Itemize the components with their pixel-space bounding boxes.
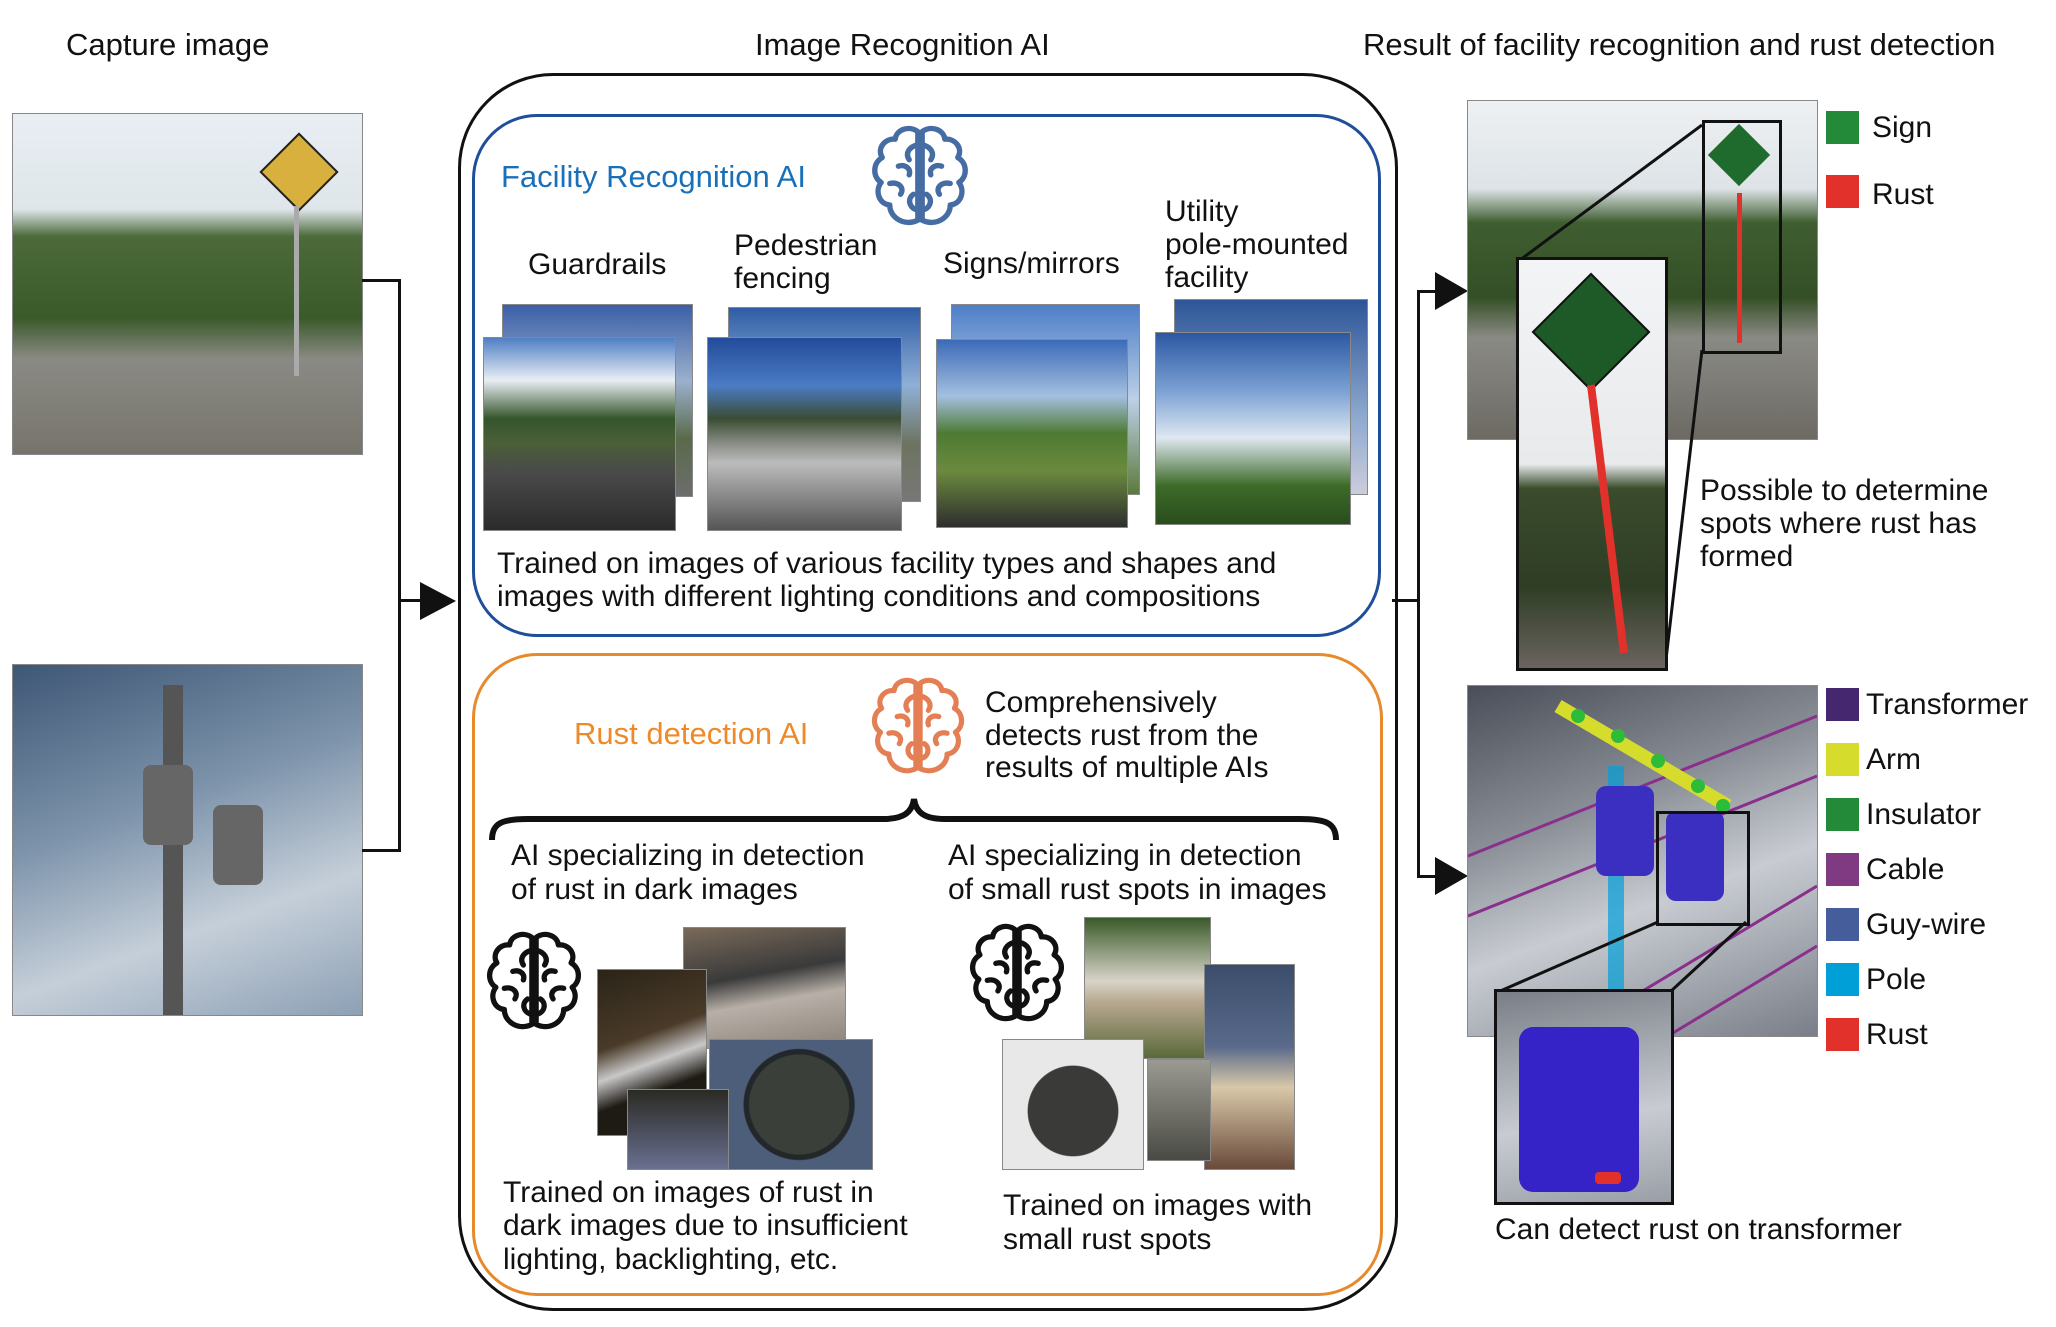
brain-icon bbox=[866, 672, 970, 782]
legend-label-guy-wire: Guy-wire bbox=[1866, 908, 1987, 941]
legend-label-rust: Rust bbox=[1866, 1018, 1928, 1051]
facility-ai-title: Facility Recognition AI bbox=[501, 159, 806, 194]
capture-image-heading: Capture image bbox=[66, 27, 270, 62]
small-caption-line-1: Trained on images with bbox=[1003, 1189, 1313, 1222]
sign-note-line-2: spots where rust has bbox=[1700, 507, 1977, 540]
legend-swatch-pole bbox=[1826, 963, 1859, 996]
legend-swatch-rust bbox=[1826, 1018, 1859, 1051]
connector-line bbox=[1392, 599, 1420, 602]
dark-caption-line-1: Trained on images of rust in bbox=[503, 1176, 874, 1209]
small-rust-training-photo bbox=[1085, 918, 1210, 1058]
arrow-right-icon bbox=[1435, 857, 1468, 895]
road-sign-shape bbox=[259, 132, 339, 212]
legend-label-pole: Pole bbox=[1866, 963, 1927, 996]
small-ai-label-line-1: AI specializing in detection bbox=[948, 839, 1302, 872]
rust-ai-description-line-1: Comprehensively bbox=[985, 686, 1217, 719]
result-photo-pole bbox=[1468, 686, 1817, 1036]
rust-ai-description-line-3: results of multiple AIs bbox=[985, 751, 1269, 784]
pole-shape bbox=[163, 685, 183, 1015]
rust-ai-description-line-2: detects rust from the bbox=[985, 719, 1259, 752]
brain-icon bbox=[481, 926, 587, 1038]
category-signs-mirrors: Signs/mirrors bbox=[943, 247, 1120, 280]
legend-label-rust: Rust bbox=[1872, 178, 1934, 211]
facility-recognition-box bbox=[472, 114, 1381, 637]
rust-detection-mask bbox=[1737, 193, 1742, 343]
zoom-region-box bbox=[1656, 811, 1750, 926]
legend-label-cable: Cable bbox=[1866, 853, 1945, 886]
legend-swatch-transformer bbox=[1826, 688, 1859, 721]
legend-swatch-sign bbox=[1826, 111, 1859, 144]
dark-training-photo bbox=[710, 1040, 872, 1169]
arrow-right-icon bbox=[1435, 272, 1468, 310]
legend-label-insulator: Insulator bbox=[1866, 798, 1982, 831]
transformer-note: Can detect rust on transformer bbox=[1495, 1213, 1902, 1246]
legend-label-transformer: Transformer bbox=[1866, 688, 2029, 721]
rust-detection-mask bbox=[1595, 1172, 1621, 1184]
capture-photo-road-sign bbox=[13, 114, 362, 454]
training-photo-mirror bbox=[937, 340, 1127, 527]
image-recognition-heading: Image Recognition AI bbox=[755, 27, 1050, 62]
legend-swatch-rust bbox=[1826, 175, 1859, 208]
small-rust-training-photo bbox=[1205, 965, 1294, 1169]
connector-line bbox=[362, 279, 401, 282]
brain-icon bbox=[964, 918, 1070, 1030]
legend-swatch-insulator bbox=[1826, 798, 1859, 831]
legend-label-arm: Arm bbox=[1866, 743, 1921, 776]
facility-caption-line-1: Trained on images of various facility ty… bbox=[497, 547, 1277, 580]
arrow-right-icon bbox=[420, 582, 456, 620]
facility-caption-line-2: images with different lighting condition… bbox=[497, 580, 1261, 613]
zoom-connector-lines bbox=[1497, 920, 1748, 994]
small-rust-training-photo bbox=[1003, 1040, 1143, 1169]
connector-line bbox=[1417, 290, 1437, 293]
training-photo-guardrail bbox=[484, 338, 675, 530]
small-rust-training-photo bbox=[1148, 1060, 1210, 1160]
small-caption-line-2: small rust spots bbox=[1003, 1223, 1212, 1256]
small-ai-label-line-2: of small rust spots in images bbox=[948, 873, 1327, 906]
connector-line bbox=[1417, 290, 1420, 878]
dark-ai-label-line-1: AI specializing in detection bbox=[511, 839, 865, 872]
connector-line bbox=[398, 599, 422, 602]
zoom-connector-lines bbox=[1519, 123, 1704, 669]
transformer-shape bbox=[213, 805, 263, 885]
result-heading: Result of facility recognition and rust … bbox=[1363, 27, 1996, 62]
curly-brace bbox=[489, 798, 1339, 841]
dark-caption-line-3: lighting, backlighting, etc. bbox=[503, 1243, 839, 1276]
connector-line bbox=[398, 279, 401, 852]
category-pedestrian-fencing: Pedestrian fencing bbox=[734, 229, 878, 295]
connector-line bbox=[1417, 875, 1437, 878]
dark-training-photo bbox=[628, 1090, 728, 1169]
transformer-detection-mask bbox=[1519, 1027, 1639, 1192]
legend-swatch-cable bbox=[1826, 853, 1859, 886]
sign-detection-mask bbox=[1531, 272, 1651, 392]
dark-caption-line-2: dark images due to insufficient bbox=[503, 1209, 908, 1242]
sign-pole bbox=[294, 206, 299, 376]
rust-detection-box bbox=[472, 653, 1383, 1296]
segmentation-overlay bbox=[1468, 699, 1817, 1036]
zoom-inset-transformer bbox=[1494, 989, 1674, 1205]
brain-icon bbox=[866, 122, 974, 232]
sign-note-line-3: formed bbox=[1700, 540, 1794, 573]
capture-photo-utility-pole bbox=[13, 665, 362, 1015]
rust-ai-title: Rust detection AI bbox=[574, 716, 809, 751]
dark-ai-label-line-2: of rust in dark images bbox=[511, 873, 798, 906]
zoom-region-box bbox=[1702, 120, 1782, 354]
legend-swatch-guy-wire bbox=[1826, 908, 1859, 941]
training-photo-utility-pole bbox=[1156, 333, 1350, 524]
sign-note-line-1: Possible to determine bbox=[1700, 474, 1989, 507]
legend-label-sign: Sign bbox=[1872, 111, 1933, 144]
legend-swatch-arm bbox=[1826, 743, 1859, 776]
image-recognition-ai-box bbox=[458, 73, 1398, 1311]
category-utility-pole: Utility pole-mounted facility bbox=[1165, 195, 1349, 294]
rust-detection-mask bbox=[1587, 384, 1628, 654]
transformer-shape bbox=[143, 765, 193, 845]
zoom-inset-sign bbox=[1516, 257, 1668, 671]
connector-line bbox=[362, 849, 401, 852]
training-photo-fencing bbox=[708, 338, 901, 530]
dark-training-photo bbox=[684, 928, 845, 1048]
category-guardrails: Guardrails bbox=[528, 248, 667, 281]
